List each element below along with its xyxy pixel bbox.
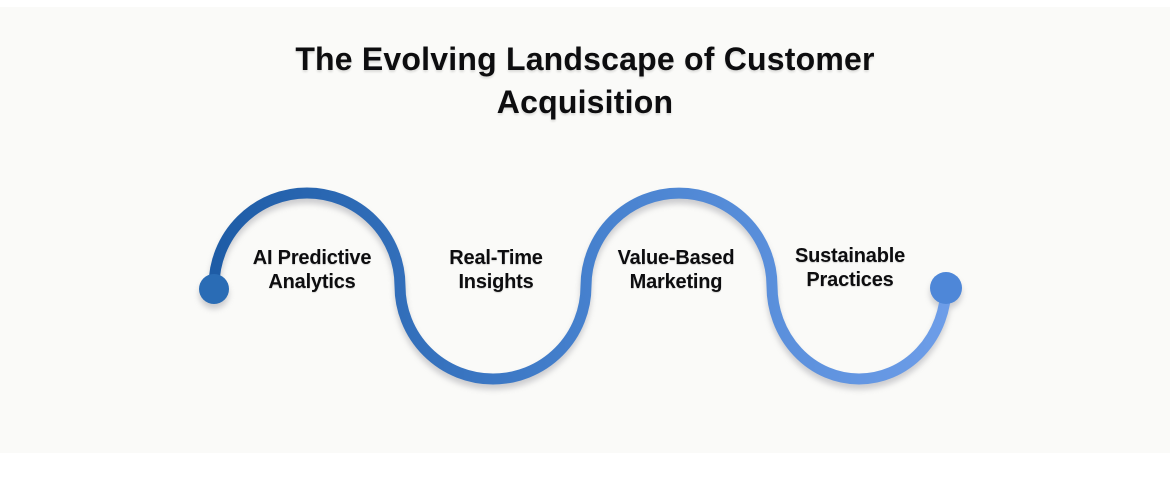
stage-label-line2: Practices bbox=[806, 269, 894, 291]
stage-label-line2: Analytics bbox=[268, 271, 356, 293]
stage-label-line1: Real-Time bbox=[449, 247, 543, 269]
letterbox-bottom bbox=[0, 453, 1170, 480]
page-title-line1: The Evolving Landscape of Customer bbox=[295, 41, 875, 77]
stage-label-sustainable-practices: Sustainable Practices bbox=[795, 244, 905, 292]
journey-curve bbox=[208, 187, 952, 385]
stage-label-line1: Value-Based bbox=[617, 247, 735, 269]
stage-label-line2: Insights bbox=[458, 271, 534, 293]
stage-label-value-based-marketing: Value-Based Marketing bbox=[618, 246, 735, 294]
start-dot bbox=[199, 274, 229, 304]
letterbox-top bbox=[0, 0, 1170, 7]
page-title: The Evolving Landscape of Customer Acqui… bbox=[0, 38, 1170, 124]
stage-label-ai-predictive-analytics: AI Predictive Analytics bbox=[253, 246, 372, 294]
stage-label-real-time-insights: Real-Time Insights bbox=[449, 246, 543, 294]
end-dot bbox=[930, 272, 962, 304]
page-title-line2: Acquisition bbox=[496, 84, 674, 120]
stage-label-line1: Sustainable bbox=[794, 245, 906, 267]
stage-label-line1: AI Predictive bbox=[252, 247, 372, 269]
stage-label-line2: Marketing bbox=[629, 271, 723, 293]
